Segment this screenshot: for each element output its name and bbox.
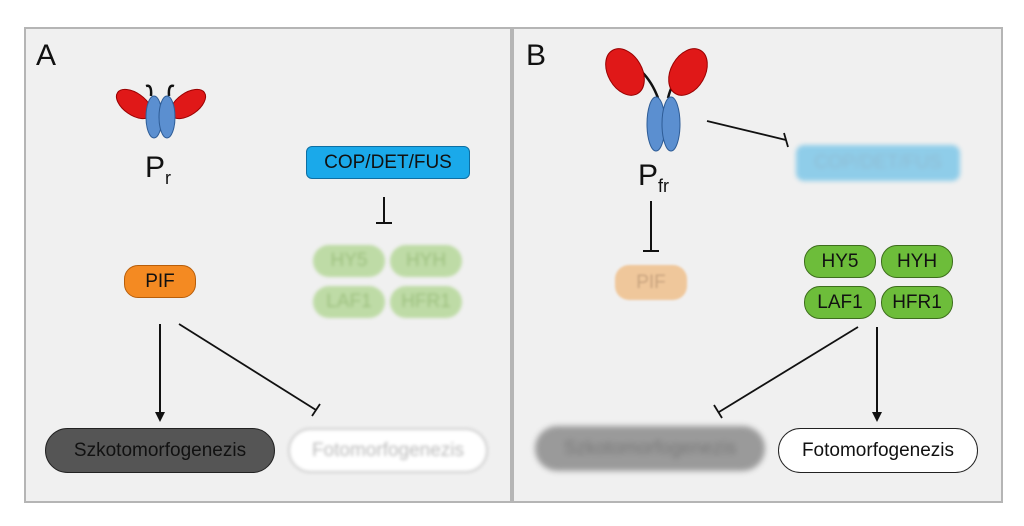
hyh-node: HYH [390,245,462,277]
panel-letter-a: A [36,39,57,72]
phytochrome-pr-label: Pr [145,151,172,188]
hy5-node-active: HY5 [804,245,876,278]
photomorphogenesis-node-active: Fotomorfogenezis [778,428,978,473]
pif-node-inactive: PIF [615,265,687,300]
phytochrome-pfr-label: Pfr [638,159,670,196]
panel-letter-b: B [526,39,547,72]
laf1-node-active: LAF1 [804,286,876,319]
skotomorphogenesis-node: Szkotomorfogenezis [45,428,275,473]
pif-node: PIF [124,265,196,298]
cop-det-fus-node: COP/DET/FUS [306,146,470,179]
laf1-node: LAF1 [313,286,385,318]
photomorphogenesis-node: Fotomorfogenezis [288,428,488,473]
hy5-node: HY5 [313,245,385,277]
hfr1-node: HFR1 [390,286,462,318]
skotomorphogenesis-node-inactive: Szkotomorfogenezis [535,426,765,471]
cop-det-fus-node-inactive: COP/DET/FUS [796,145,960,181]
hyh-node-active: HYH [881,245,953,278]
hfr1-node-active: HFR1 [881,286,953,319]
